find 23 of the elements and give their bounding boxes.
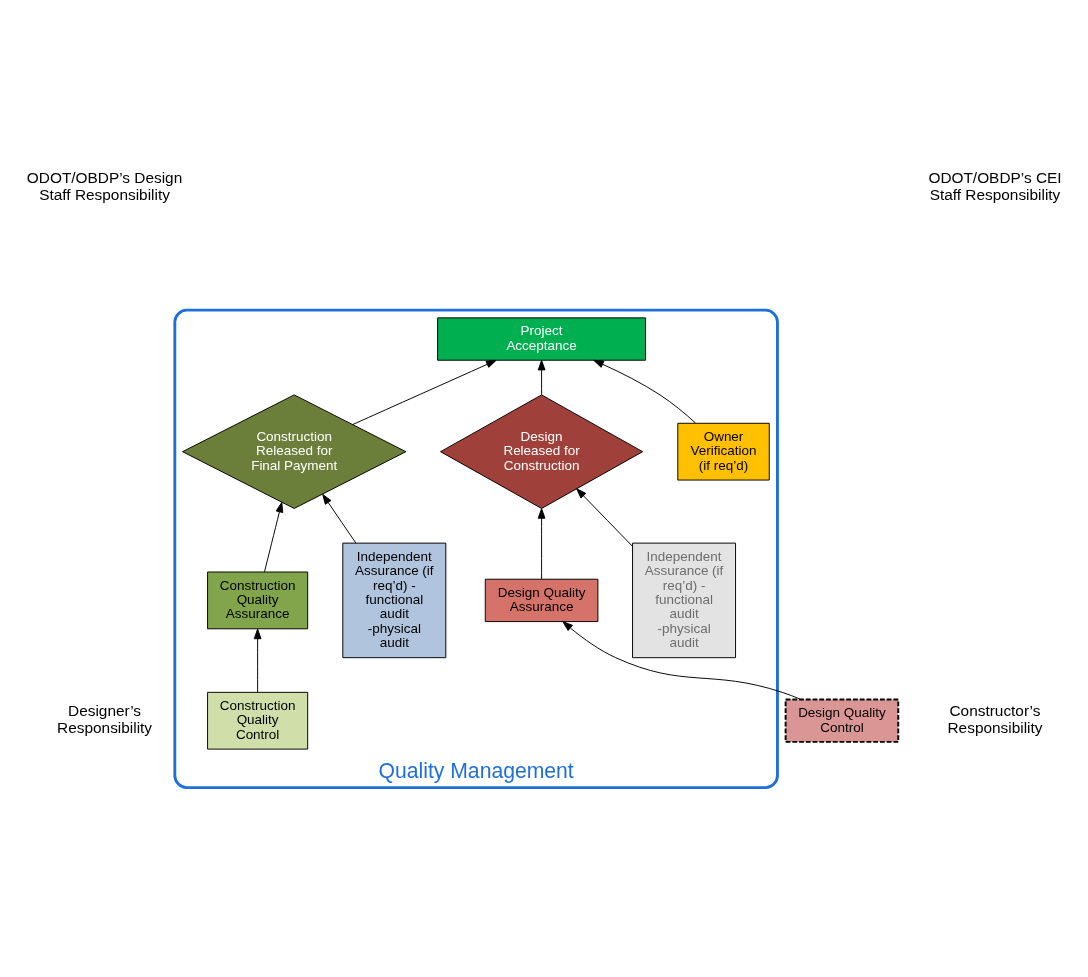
- arrow: [537, 507, 546, 579]
- node-box: Independent Assurance (if req’d) - functional audit -physical audit: [342, 542, 447, 658]
- label: ODOT/OBDP’s CEI Staff Responsibility: [928, 168, 1062, 203]
- node-box: Construction Quality Assurance: [207, 571, 309, 629]
- node-diamond: Construction Released for Final Payment: [182, 393, 407, 509]
- node-diamond: Design Released for Construction: [440, 393, 644, 509]
- node-box: Design Quality Assurance: [484, 578, 599, 622]
- arrow: [562, 620, 802, 700]
- node-box: Independent Assurance (if req’d) - functional audit -physical audit: [632, 542, 737, 658]
- label: Designer’s Responsibility: [57, 701, 153, 736]
- node-box: Construction Quality Control: [207, 691, 309, 750]
- label: Constructor’s Responsibility: [947, 701, 1043, 736]
- label: ODOT/OBDP’s Design Staff Responsibility: [26, 168, 183, 203]
- node-box: Owner Verification (if req’d): [677, 422, 770, 481]
- arrow: [322, 493, 357, 544]
- arrow: [593, 359, 696, 423]
- node-box: Design Quality Control: [784, 698, 900, 743]
- arrow: [537, 359, 546, 395]
- node-box: Project Acceptance: [437, 316, 647, 361]
- arrow: [576, 487, 633, 546]
- arrow: [253, 628, 262, 693]
- arrow: [264, 501, 284, 572]
- arrow: [352, 359, 497, 425]
